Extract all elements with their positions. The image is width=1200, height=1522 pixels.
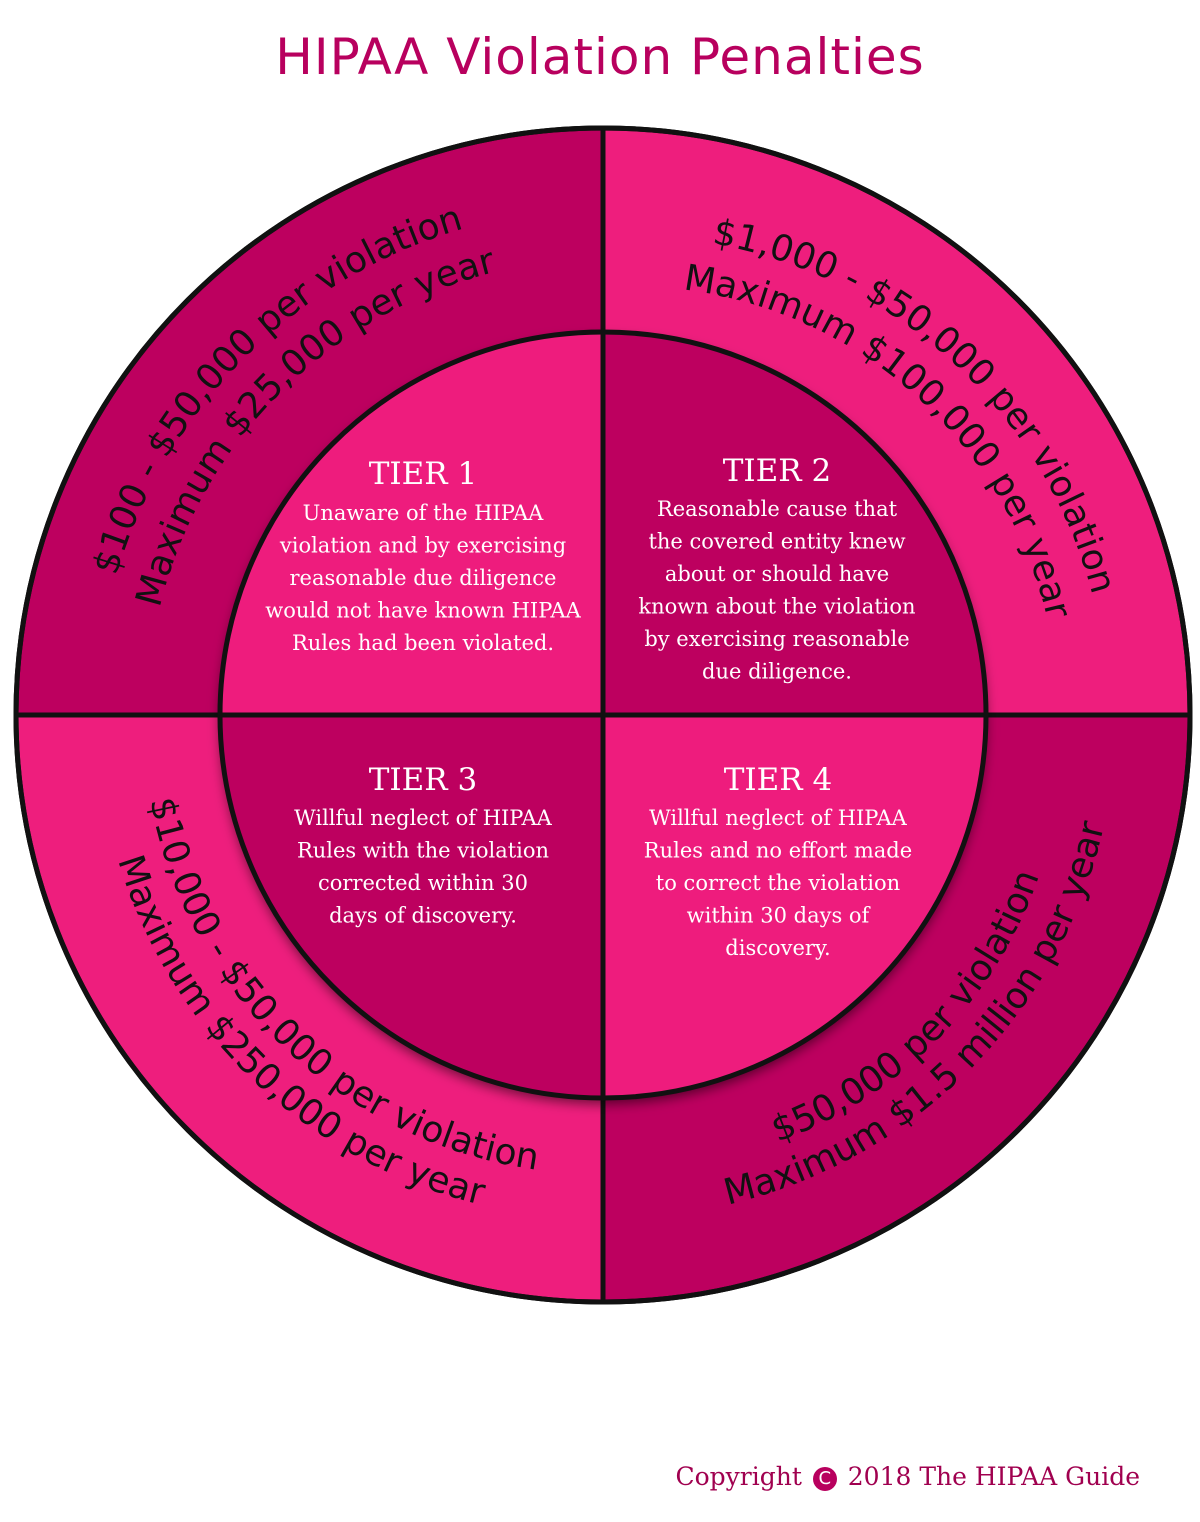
- tier-1-description-line: Rules had been violated.: [292, 631, 554, 655]
- tier-4-description-line: discovery.: [725, 936, 830, 960]
- tier-3-description-line: Rules with the violation: [297, 839, 549, 863]
- tier-2-description-line: known about the violation: [638, 595, 915, 619]
- tier-3-title: TIER 3: [369, 762, 477, 798]
- inner-segment-tier-2: [603, 332, 986, 715]
- tier-4-title: TIER 4: [724, 762, 832, 798]
- copyright-prefix: Copyright: [675, 1462, 802, 1491]
- copyright-notice: Copyright C 2018 The HIPAA Guide: [640, 1462, 1140, 1491]
- tier-3-description-line: corrected within 30: [318, 871, 528, 895]
- tier-1-description-line: would not have known HIPAA: [265, 599, 581, 623]
- tier-3-description-line: days of discovery.: [329, 904, 517, 928]
- inner-segment-tier-3: [220, 715, 603, 1098]
- tier-3-description-line: Willful neglect of HIPAA: [294, 806, 553, 830]
- inner-segment-tier-1: [220, 332, 603, 715]
- tier-1-title: TIER 1: [369, 456, 477, 492]
- tier-4-description-line: Willful neglect of HIPAA: [649, 806, 908, 830]
- inner-circle: [220, 332, 986, 1098]
- tier-1-description-line: violation and by exercising: [279, 534, 566, 558]
- tier-2-description-line: Reasonable cause that: [657, 497, 898, 521]
- page-title: HIPAA Violation Penalties: [275, 28, 925, 86]
- tier-2-description-line: the covered entity knew: [648, 530, 905, 554]
- tier-1-description-line: reasonable due diligence: [290, 566, 557, 590]
- copyright-icon: C: [812, 1467, 837, 1491]
- tier-4-description-line: within 30 days of: [687, 904, 872, 928]
- tier-1-description-line: Unaware of the HIPAA: [303, 501, 545, 525]
- tier-2-title: TIER 2: [723, 453, 831, 489]
- tier-4-description-line: Rules and no effort made: [644, 839, 912, 863]
- tier-2-description-line: due diligence.: [702, 660, 852, 684]
- tier-4-description-line: to correct the violation: [656, 871, 900, 895]
- copyright-suffix: 2018 The HIPAA Guide: [847, 1462, 1140, 1491]
- tier-2-description-line: by exercising reasonable: [644, 627, 909, 651]
- inner-segment-tier-4: [603, 715, 986, 1098]
- tier-2-description-line: about or should have: [665, 562, 889, 586]
